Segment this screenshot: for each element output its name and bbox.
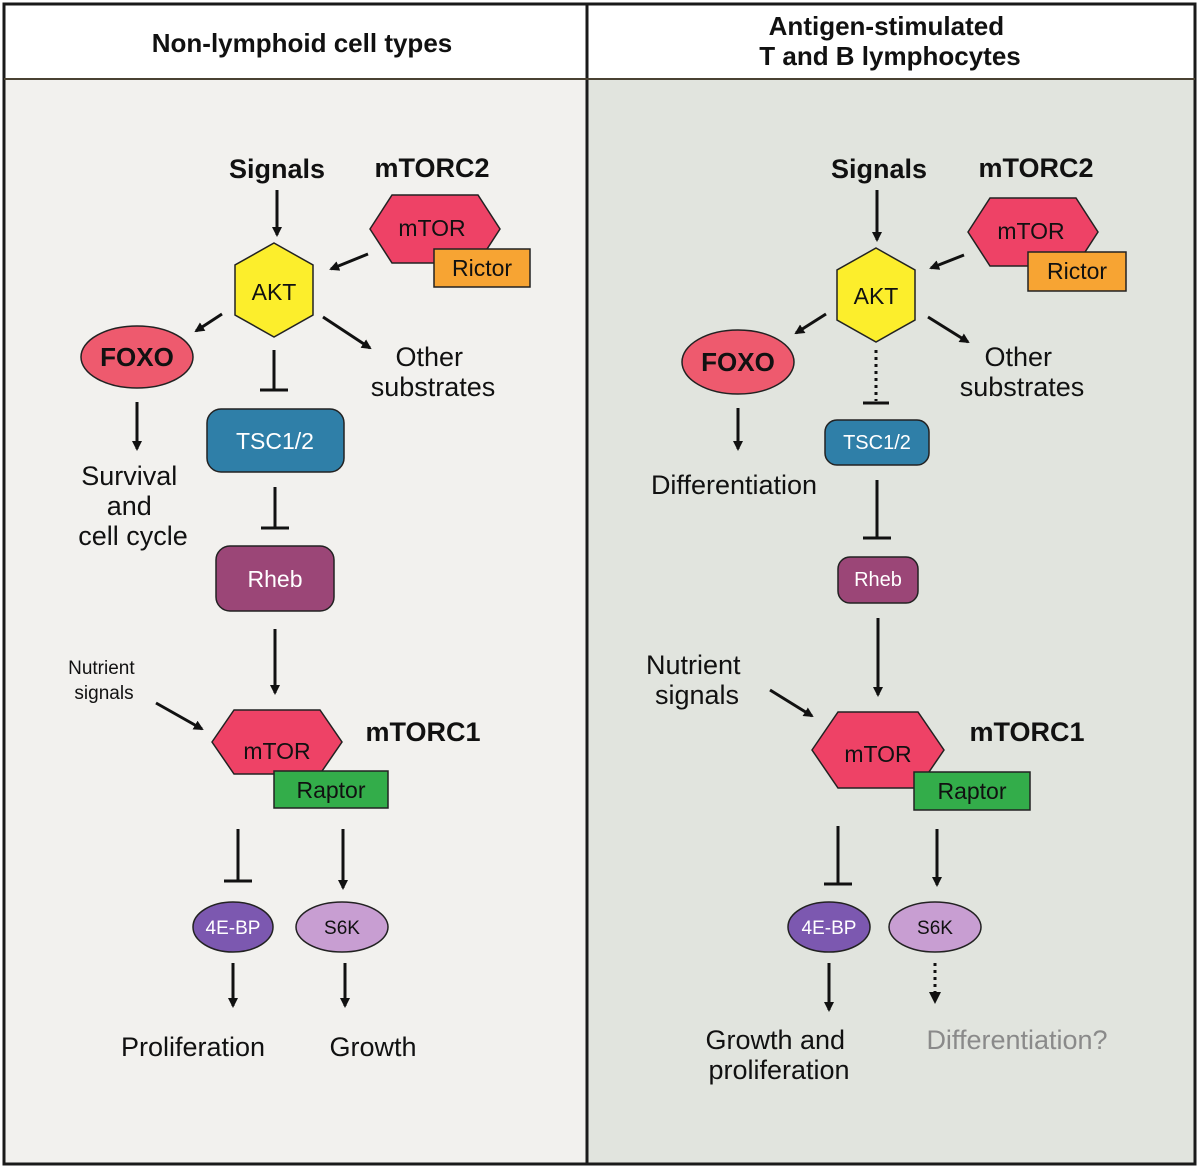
left-nutrient-signals: Nutrient signals [68,658,140,704]
right-outcome-growth-proliferation: Growth and proliferation [705,1025,852,1085]
right-foxo-shape [681,329,795,395]
right-panel: Antigen-stimulated T and B lymphocytes S… [646,11,1127,1085]
right-rheb-shape [837,556,919,604]
left-s6k-label: S6K [324,918,360,939]
right-mtorc2-label: mTORC2 [978,153,1093,183]
left-foxo-label: FOXO [100,342,174,372]
right-s6k-label: S6K [917,918,953,939]
right-mtorc1-mtor-shape [811,711,945,789]
right-raptor-shape [913,771,1031,811]
left-panel-header [4,4,586,78]
right-mtorc2-mtor-label: mTOR [997,218,1064,244]
right-signals-label: Signals [831,154,927,184]
left-mtorc1-mtor-shape [211,709,343,775]
left-rheb-label: Rheb [248,566,303,592]
right-tsc-label: TSC1/2 [843,432,911,454]
right-mtorc1-mtor-label: mTOR [844,741,911,767]
left-foxo-shape [80,325,194,389]
left-other-substrates: Other substrates [371,342,496,402]
right-akt-shape [836,247,916,343]
left-akt-label: AKT [252,279,297,305]
left-akt-shape [234,242,314,338]
left-4ebp-shape [192,901,274,953]
left-rictor-shape [433,248,531,288]
left-raptor-label: Raptor [296,777,365,803]
left-outcome-proliferation: Proliferation [121,1032,265,1062]
left-4ebp-label: 4E-BP [206,918,261,939]
left-panel-title: Non-lymphoid cell types [152,28,453,58]
left-rheb-shape [215,545,335,612]
left-mtorc2-mtor-label: mTOR [398,215,465,241]
right-panel-header [588,4,1195,78]
right-arrow-nutrients-to-mtorc1 [769,688,814,718]
right-other-substrates: Other substrates [960,342,1085,402]
right-panel-title: Antigen-stimulated T and B lymphocytes [759,11,1021,71]
right-nutrient-signals: Nutrient signals [646,650,748,710]
left-tsc-shape [206,408,345,473]
right-tsc-shape [824,419,930,466]
right-panel-background [588,80,1195,1164]
left-tsc-label: TSC1/2 [236,428,314,454]
left-s6k-shape [295,901,389,953]
left-panel-background [4,80,586,1164]
left-arrow-mtorc2-to-akt [329,252,369,271]
left-mtorc2-label: mTORC2 [374,153,489,183]
left-foxo-outcome: Survival and cell cycle [78,461,188,551]
right-arrow-mtorc2-to-akt [929,253,965,270]
right-rictor-shape [1027,251,1127,292]
left-mtorc1-label: mTORC1 [365,717,480,747]
left-arrow-akt-to-other [322,315,372,350]
right-akt-label: AKT [854,283,899,309]
left-panel: Non-lymphoid cell types Signals mTORC2 m… [68,28,531,1062]
right-foxo-label: FOXO [701,347,775,377]
left-mtorc1-mtor-label: mTOR [243,738,310,764]
right-4ebp-label: 4E-BP [802,918,857,939]
left-mtorc2-mtor-shape [369,194,501,264]
right-rictor-label: Rictor [1047,258,1107,284]
right-4ebp-shape [787,901,871,953]
right-arrow-akt-to-foxo [794,312,827,335]
left-arrow-akt-to-foxo [194,312,223,333]
right-outcome-differentiation-question: Differentiation? [926,1025,1107,1055]
left-rictor-label: Rictor [452,255,512,281]
right-arrow-akt-to-other [927,315,970,344]
left-outcome-growth: Growth [329,1032,416,1062]
left-signals-label: Signals [229,154,325,184]
right-raptor-label: Raptor [937,778,1006,804]
right-mtorc1-label: mTORC1 [969,717,1084,747]
right-mtorc2-mtor-shape [967,197,1099,267]
right-arrowhead-s6k-outcome [929,992,941,1004]
left-arrow-nutrients-to-mtorc1 [155,701,204,731]
right-foxo-outcome: Differentiation [651,470,817,500]
right-rheb-label: Rheb [854,569,902,591]
left-raptor-shape [273,770,389,809]
right-s6k-shape [888,901,982,953]
